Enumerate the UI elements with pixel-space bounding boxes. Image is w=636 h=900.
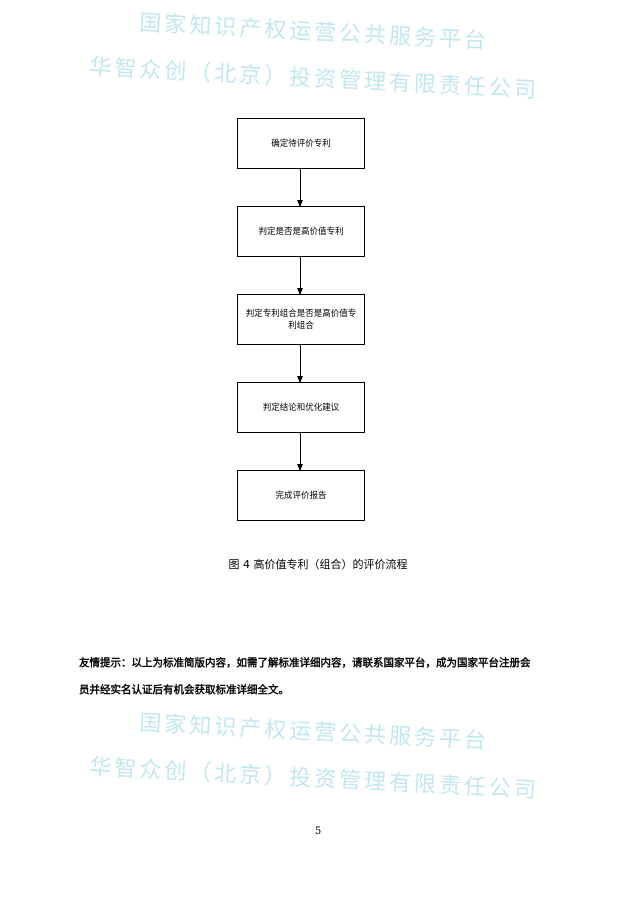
page-number: 5 xyxy=(314,826,322,837)
flow-step-3: 判定专利组合是否是高价值专利组合 xyxy=(237,294,365,345)
flow-step-2: 判定是否是高价值专利 xyxy=(237,206,365,257)
flow-arrow xyxy=(297,169,303,207)
watermark-line-1: 国家知识产权运营公共服务平台 xyxy=(138,11,490,55)
flow-arrow xyxy=(297,345,303,383)
flow-step-5: 完成评价报告 xyxy=(237,470,365,521)
flow-arrow xyxy=(297,433,303,471)
watermark-line-1: 国家知识产权运营公共服务平台 xyxy=(138,711,490,755)
flow-step-4: 判定结论和优化建议 xyxy=(237,382,365,433)
figure-caption: 图 4 高价值专利（组合）的评价流程 xyxy=(228,558,408,571)
watermark-line-2: 华智众创（北京）投资管理有限责任公司 xyxy=(88,55,540,104)
watermark-line-2: 华智众创（北京）投资管理有限责任公司 xyxy=(88,755,540,804)
flow-step-1: 确定待评价专利 xyxy=(237,118,365,169)
note-line-2: 员并经实名认证后有机会获取标准详细全文。 xyxy=(79,684,289,696)
flow-arrow xyxy=(297,257,303,295)
note-line-1: 友情提示：以上为标准简版内容，如需了解标准详细内容，请联系国家平台，成为国家平台… xyxy=(79,657,531,669)
